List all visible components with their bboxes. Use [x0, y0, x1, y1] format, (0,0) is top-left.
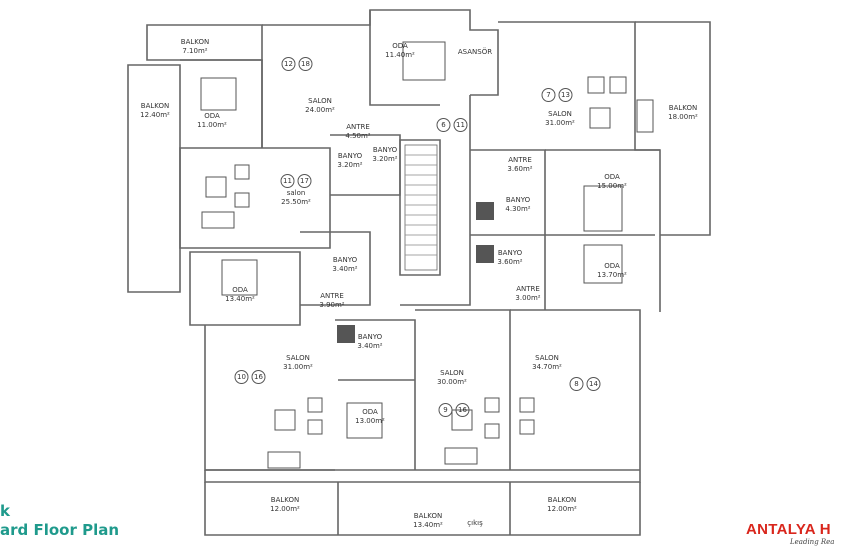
- bed: [583, 185, 623, 232]
- wall: [335, 319, 416, 470]
- table: [589, 107, 611, 129]
- elevator-label: ASANSÖR: [457, 48, 493, 56]
- wall: [510, 309, 641, 470]
- stove: [476, 202, 494, 220]
- wall: [635, 21, 711, 236]
- stairs: [404, 144, 438, 271]
- wall: [204, 470, 641, 483]
- exit-label: çıkış: [467, 519, 483, 527]
- wall: [204, 482, 641, 536]
- wall: [399, 139, 441, 276]
- table: [274, 409, 296, 431]
- wall: [470, 149, 655, 236]
- stove: [476, 245, 494, 263]
- bed: [221, 259, 258, 296]
- wall: [127, 64, 181, 293]
- bed: [583, 244, 623, 284]
- plan-title-line1: k: [0, 502, 10, 520]
- wall: [180, 59, 263, 148]
- wall: [470, 234, 546, 310]
- bed: [402, 41, 446, 81]
- bed: [200, 77, 237, 111]
- wall: [189, 251, 301, 326]
- brand-tagline: Leading Rea: [790, 538, 835, 546]
- wall: [369, 10, 440, 106]
- table: [205, 176, 227, 198]
- wall: [300, 231, 371, 306]
- bed: [346, 402, 383, 439]
- plan-title-line2: ard Floor Plan: [0, 521, 120, 539]
- wall: [400, 95, 471, 306]
- wall: [415, 309, 511, 470]
- wall: [179, 147, 331, 249]
- brand-logo: ANTALYA H: [746, 521, 831, 538]
- stove: [337, 325, 355, 343]
